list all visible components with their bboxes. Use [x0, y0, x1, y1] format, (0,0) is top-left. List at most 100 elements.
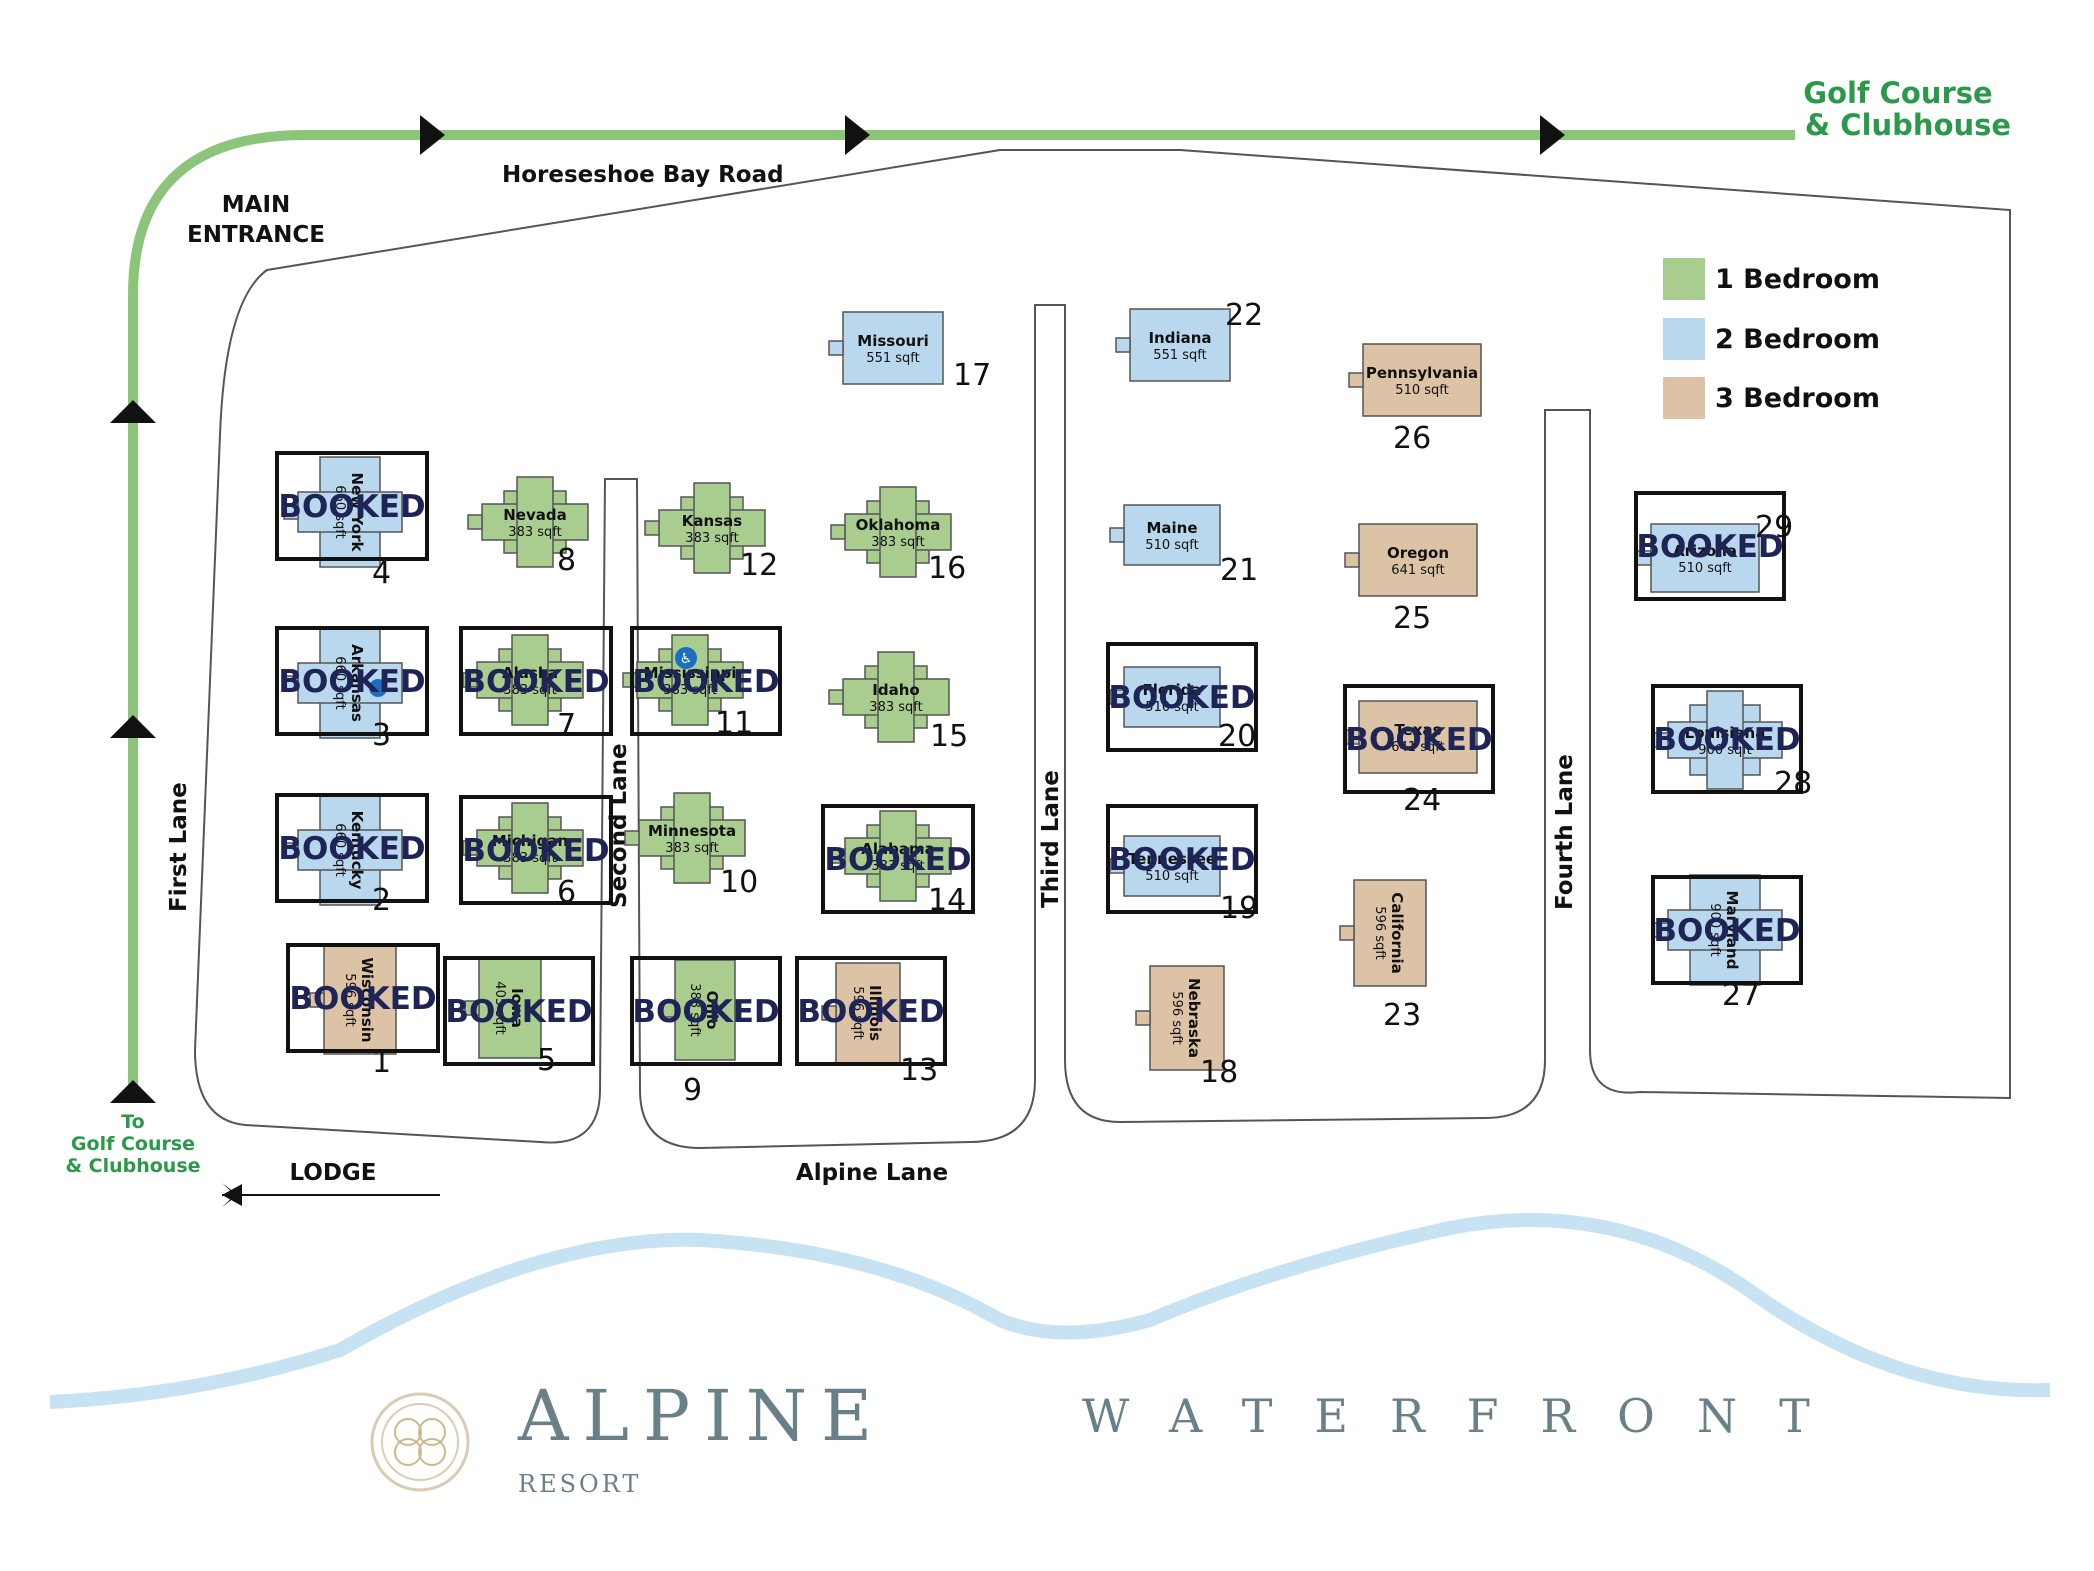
booked-frame [1651, 875, 1803, 985]
booked-frame [275, 451, 429, 561]
cabin-number: 18 [1200, 1055, 1238, 1090]
legend-swatch [1663, 258, 1705, 300]
cabin-sqft: 660 sqft [332, 823, 347, 876]
booked-label: BOOKED [278, 489, 425, 525]
booked-frame [275, 793, 429, 903]
cabin-number: 16 [928, 551, 966, 586]
cabin-sqft: 510 sqft [1145, 700, 1198, 715]
brand-logo-icon [370, 1392, 470, 1492]
booked-frame [275, 626, 429, 736]
booked-label: BOOKED [462, 664, 609, 700]
cabin-number: 9 [683, 1073, 702, 1108]
cabin-name: Alabama [861, 840, 934, 858]
booked-frame [630, 626, 782, 736]
cabin-name: Wisconsin [358, 957, 376, 1042]
cabin-porch [821, 1005, 837, 1021]
booked-frame [459, 626, 613, 736]
booked-label: BOOKED [462, 833, 609, 869]
cabin-shape [842, 311, 944, 385]
cabin-porch [828, 689, 844, 705]
booked-frame [1651, 684, 1803, 794]
cabin-sqft: 660 sqft [332, 656, 347, 709]
cabin-porch [1115, 337, 1131, 353]
legend-swatch [1663, 377, 1705, 419]
svg-text:♿: ♿ [680, 651, 693, 667]
wheelchair-accessible-icon: ♿ [675, 647, 697, 669]
cabin-shape [1650, 523, 1760, 593]
cabin-sqft: 510 sqft [1145, 869, 1198, 884]
cabin-shape [674, 959, 736, 1061]
cabin-name: Michigan [492, 832, 568, 850]
cabin-porch [660, 1002, 676, 1018]
cabin-sqft: 641 sqft [1391, 563, 1444, 578]
cabin-name: New York [348, 473, 366, 553]
cabin-name: Illinois [866, 985, 884, 1041]
cabin-sqft: 405 sqft [492, 981, 507, 1034]
cabin-shape [1353, 879, 1427, 987]
road-label-main: Horeseshoe Bay Road [502, 162, 784, 188]
cabin-name: Tennessee [1128, 850, 1216, 868]
cabin-shape [1123, 835, 1221, 897]
cabin-number: 28 [1774, 766, 1812, 801]
booked-frame [821, 804, 975, 914]
booked-frame [1343, 684, 1495, 794]
cabin-porch [467, 514, 483, 530]
booked-label: BOOKED [1653, 722, 1800, 758]
cabin-wing [879, 810, 917, 902]
cabin-sqft: 641 sqft [1391, 740, 1444, 755]
cabin-shape [323, 945, 397, 1055]
cabin-name: Oregon [1387, 544, 1449, 562]
cabin-wing [673, 792, 711, 884]
booked-label: BOOKED [1108, 842, 1255, 878]
cabin-wing [511, 802, 549, 894]
cabin-number: 15 [930, 719, 968, 754]
booked-label: BOOKED [1108, 680, 1255, 716]
cabin-name: Indiana [1148, 329, 1211, 347]
cabin-number: 25 [1393, 601, 1431, 636]
cabin-porch [830, 848, 846, 864]
booked-frame [286, 943, 440, 1053]
destination-bottom-line1: To [121, 1111, 145, 1133]
cabin-number: 13 [900, 1053, 938, 1088]
direction-arrow-icon [110, 715, 156, 738]
cabin-wing [1706, 690, 1744, 790]
direction-arrow-icon [845, 115, 870, 155]
booked-frame [1106, 642, 1258, 752]
cabin-number: 19 [1220, 891, 1258, 926]
cabin-name: Pennsylvania [1366, 364, 1478, 382]
cabin-sqft: 900 sqft [1707, 903, 1722, 956]
cabin-wing [877, 651, 915, 743]
cabin-sqft: 383 sqft [869, 700, 922, 715]
wheelchair-accessible-icon [369, 679, 387, 697]
